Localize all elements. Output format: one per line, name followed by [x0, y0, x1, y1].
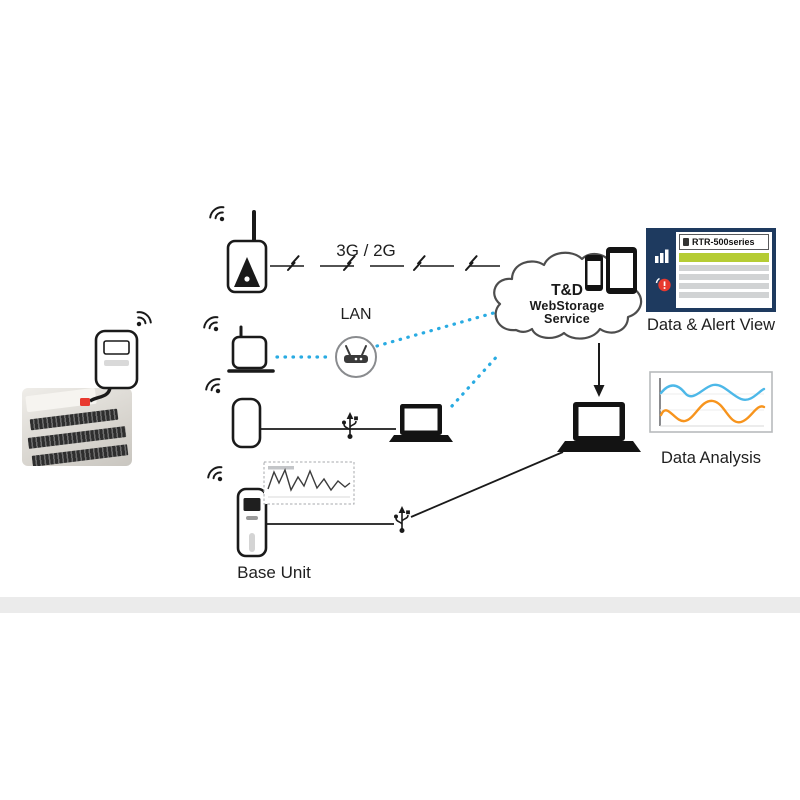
content-row: [679, 274, 769, 280]
sensor-connector: [80, 398, 90, 406]
cellular-link: [270, 255, 500, 271]
lan-base-unit: [201, 313, 275, 373]
wifi-icon: [205, 463, 229, 487]
wireless-logger: [80, 308, 154, 406]
alert-view-caption: Data & Alert View: [646, 316, 776, 334]
cloud-brand: T&D: [551, 282, 583, 299]
content-row: [679, 265, 769, 271]
cloud-label: T&D WebStorage Service: [512, 282, 622, 327]
network-label: 3G / 2G: [336, 241, 396, 260]
lan-label: LAN: [340, 306, 372, 323]
highlight-row: [679, 253, 769, 262]
lightning-icon: [465, 255, 478, 271]
analysis-caption: Data Analysis: [661, 449, 761, 467]
download-arrow: [593, 343, 605, 397]
content-row: [679, 292, 769, 298]
alert-card-title-row: RTR-500series: [679, 234, 769, 250]
recorded-data-chart: [263, 461, 355, 505]
bar-chart-icon: [655, 249, 669, 263]
lightning-icon: [287, 255, 300, 271]
cellular-base-unit: [207, 203, 268, 294]
sensor-cable: [89, 387, 112, 403]
handheld-base-unit-row: [205, 451, 564, 558]
alert-card-rail: [650, 232, 676, 308]
device-glyph-icon: [683, 238, 689, 246]
wifi-icon: [207, 203, 231, 227]
alert-card-title: RTR-500series: [692, 237, 755, 247]
content-row: [679, 283, 769, 289]
alert-card-panel: RTR-500series: [676, 232, 772, 308]
wifi-icon: [201, 313, 225, 337]
usb-icon: [393, 505, 411, 534]
lan-router-icon: [335, 336, 377, 378]
usb-base-unit: [231, 397, 262, 449]
installation-photo: [22, 388, 132, 466]
base-unit-label: Base Unit: [237, 563, 311, 582]
footer-divider-strip: [0, 597, 800, 613]
cloud-service-line2: Service: [544, 312, 590, 327]
network-links: [275, 310, 502, 408]
usb-icon: [341, 411, 359, 440]
smartphone-icon: [585, 255, 603, 291]
mobile-devices: [585, 247, 637, 294]
alert-view-card: RTR-500series: [646, 228, 776, 312]
alert-bell-icon: [655, 277, 671, 292]
laptop-icon: [389, 404, 453, 442]
handheld-base-unit: [236, 487, 268, 558]
usb-base-unit-row: [203, 375, 453, 449]
wifi-icon: [130, 308, 154, 332]
tablet-icon: [606, 247, 637, 294]
wifi-icon: [203, 375, 227, 399]
cloud-service-line1: WebStorage: [529, 298, 605, 313]
analysis-laptop-icon: [557, 402, 641, 452]
analysis-chart: [649, 371, 773, 433]
lightning-icon: [413, 255, 426, 271]
